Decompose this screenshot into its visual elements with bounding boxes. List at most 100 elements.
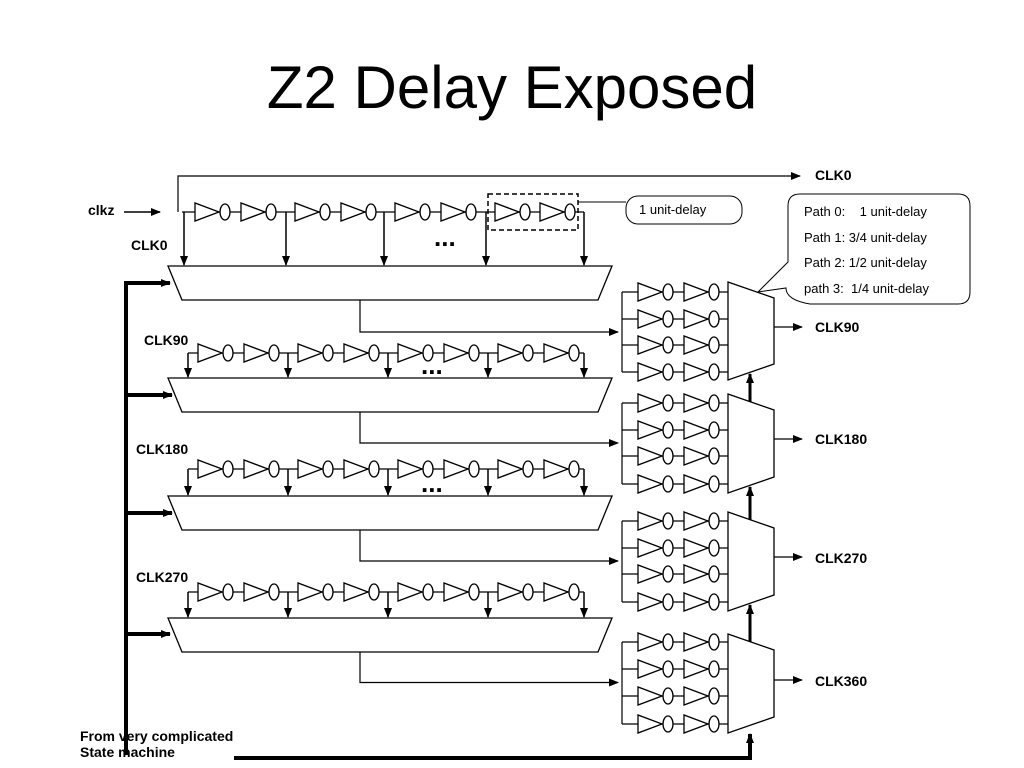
inverter-bubble bbox=[662, 363, 674, 381]
buffer-gate bbox=[683, 309, 710, 329]
fine-mux bbox=[727, 393, 775, 494]
buffer-gate bbox=[497, 459, 524, 479]
buffer-gate bbox=[294, 202, 321, 222]
buffer-gate bbox=[243, 343, 270, 363]
clk270-output-label: CLK270 bbox=[815, 550, 867, 566]
buffer-gate bbox=[637, 309, 664, 329]
buffer-gate bbox=[637, 632, 664, 652]
buffer-gate bbox=[494, 202, 521, 222]
unit-delay-callout bbox=[578, 195, 743, 225]
buffer-gate bbox=[683, 474, 710, 494]
clk270-chain-label: CLK270 bbox=[136, 569, 188, 585]
buffer-gate bbox=[197, 582, 224, 602]
delay-chain-row-0 bbox=[167, 202, 619, 336]
fine-delay-bank-0 bbox=[621, 281, 803, 404]
inverter-bubble bbox=[322, 460, 334, 478]
fine-delay-bank-3 bbox=[621, 632, 803, 734]
delay-chain-row-1 bbox=[167, 343, 619, 447]
clk0-chain-label: CLK0 bbox=[131, 237, 168, 253]
coarse-mux bbox=[167, 377, 613, 413]
mux-output-wire bbox=[359, 530, 619, 565]
fine-mux bbox=[727, 511, 775, 612]
buffer-gate bbox=[397, 459, 424, 479]
inverter-bubble bbox=[419, 203, 431, 221]
inverter-bubble bbox=[222, 344, 234, 362]
buffer-gate bbox=[197, 343, 224, 363]
inverter-bubble bbox=[519, 203, 531, 221]
buffer-gate bbox=[443, 343, 470, 363]
coarse-mux bbox=[167, 265, 613, 301]
fine-mux bbox=[727, 281, 775, 381]
inverter-bubble bbox=[222, 460, 234, 478]
inverter-bubble bbox=[268, 460, 280, 478]
inverter-bubble bbox=[219, 203, 231, 221]
inverter-bubble bbox=[708, 633, 720, 651]
fine-delay-bank-2 bbox=[621, 511, 803, 644]
inverter-bubble bbox=[708, 421, 720, 439]
buffer-gate bbox=[243, 459, 270, 479]
inverter-bubble bbox=[662, 633, 674, 651]
inverter-bubble bbox=[708, 565, 720, 583]
inverter-bubble bbox=[522, 583, 534, 601]
buffer-gate bbox=[637, 420, 664, 440]
delay-chain-row-3 bbox=[167, 582, 619, 687]
buffer-gate bbox=[443, 459, 470, 479]
inverter-bubble bbox=[662, 539, 674, 557]
inverter-bubble bbox=[662, 475, 674, 493]
inverter-bubble bbox=[662, 447, 674, 465]
buffer-gate bbox=[637, 592, 664, 612]
buffer-gate bbox=[297, 459, 324, 479]
buffer-gate bbox=[637, 446, 664, 466]
mux-output-wire bbox=[359, 412, 619, 447]
inverter-bubble bbox=[662, 660, 674, 678]
buffer-gate bbox=[683, 564, 710, 584]
inverter-bubble bbox=[568, 344, 580, 362]
clk180-chain-label: CLK180 bbox=[136, 441, 188, 457]
buffer-gate bbox=[637, 335, 664, 355]
inverter-bubble bbox=[468, 344, 480, 362]
mux-output-wire bbox=[359, 652, 619, 687]
buffer-gate bbox=[543, 343, 570, 363]
buffer-gate bbox=[543, 459, 570, 479]
path-1-note: Path 1: 3/4 unit-delay bbox=[804, 230, 927, 245]
inverter-bubble bbox=[662, 512, 674, 530]
inverter-bubble bbox=[368, 583, 380, 601]
coarse-mux bbox=[167, 495, 613, 531]
inverter-bubble bbox=[522, 460, 534, 478]
ellipsis-row-1: ... bbox=[421, 350, 443, 380]
buffer-gate bbox=[637, 282, 664, 302]
clk360-output-label: CLK360 bbox=[815, 673, 867, 689]
inverter-bubble bbox=[662, 336, 674, 354]
inverter-bubble bbox=[422, 460, 434, 478]
buffer-gate bbox=[683, 420, 710, 440]
inverter-bubble bbox=[708, 512, 720, 530]
inverter-bubble bbox=[662, 283, 674, 301]
inverter-bubble bbox=[662, 565, 674, 583]
inverter-bubble bbox=[662, 715, 674, 733]
unit-delay-note: 1 unit-delay bbox=[639, 202, 707, 217]
buffer-gate bbox=[397, 582, 424, 602]
slide-title: Z2 Delay Exposed bbox=[266, 54, 758, 121]
buffer-gate bbox=[637, 474, 664, 494]
inverter-bubble bbox=[268, 344, 280, 362]
mux-output-wire bbox=[359, 300, 619, 336]
state-machine-bus bbox=[124, 279, 754, 760]
inverter-bubble bbox=[422, 583, 434, 601]
inverter-bubble bbox=[662, 394, 674, 412]
buffer-gate bbox=[683, 538, 710, 558]
buffer-gate bbox=[637, 362, 664, 382]
inverter-bubble bbox=[662, 593, 674, 611]
buffer-gate bbox=[343, 343, 370, 363]
path-delay-callout bbox=[756, 193, 971, 305]
buffer-gate bbox=[240, 202, 267, 222]
clk0-output-label: CLK0 bbox=[815, 167, 852, 183]
buffer-gate bbox=[637, 511, 664, 531]
inverter-bubble bbox=[708, 593, 720, 611]
buffer-gate bbox=[683, 446, 710, 466]
inverter-bubble bbox=[265, 203, 277, 221]
inverter-bubble bbox=[662, 310, 674, 328]
inverter-bubble bbox=[708, 310, 720, 328]
buffer-gate bbox=[683, 592, 710, 612]
inverter-bubble bbox=[708, 539, 720, 557]
